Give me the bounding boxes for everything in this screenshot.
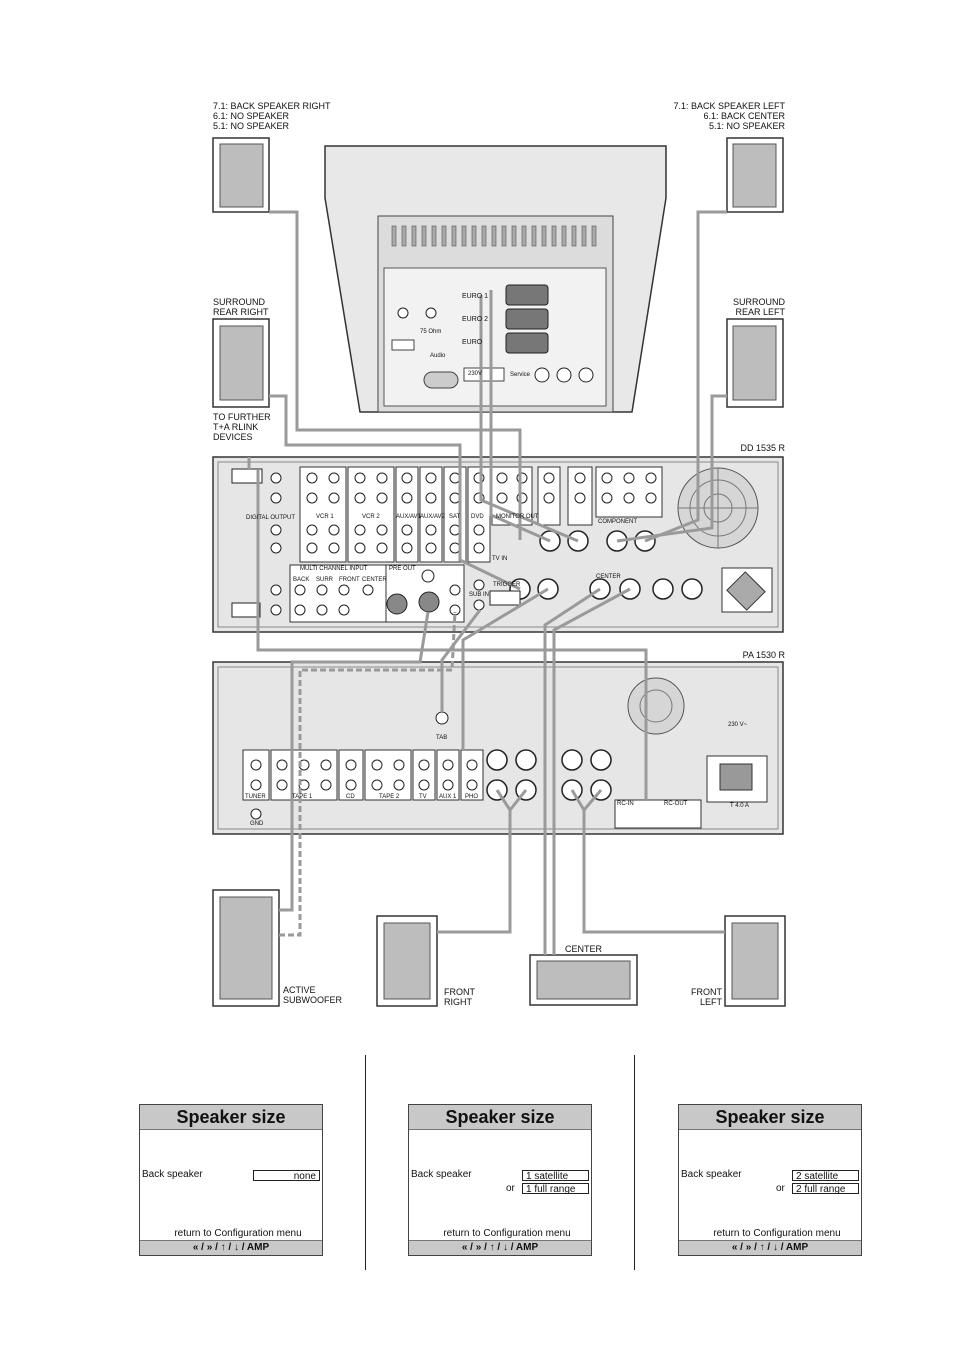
divider-right <box>634 1055 635 1270</box>
label-front-left: FRONT LEFT <box>691 987 722 1007</box>
dd-component: COMPONENT <box>598 519 637 525</box>
speaker-center <box>529 954 638 1006</box>
dd-dvd: DVD <box>471 514 484 520</box>
tv-service-label: Service <box>510 372 531 378</box>
menu-label-back-speaker: Back speaker <box>411 1169 472 1180</box>
dd-monitor-out: MONITOR OUT <box>496 514 539 520</box>
dd-front: FRONT <box>339 577 360 583</box>
pa-rc-out: RC-OUT <box>664 801 688 807</box>
pa-tuner: TUNER <box>245 794 266 800</box>
speaker-back-left <box>726 137 784 213</box>
dd-vcr2: VCR 2 <box>362 514 380 520</box>
menu-field-option-1[interactable]: 2 satellite <box>792 1170 859 1182</box>
menu-title: Speaker size <box>140 1105 322 1130</box>
menu-return-configuration[interactable]: return to Configuration menu <box>443 1228 571 1239</box>
dd1535r-back-panel <box>212 456 784 633</box>
menu-title: Speaker size <box>409 1105 591 1130</box>
label-subwoofer: ACTIVE SUBWOOFER <box>283 985 343 1005</box>
pa1530r-back-panel <box>212 661 784 835</box>
menu-nav-bar: « / » / ↑ / ↓ / AMP <box>409 1240 591 1255</box>
speaker-subwoofer <box>212 889 280 1007</box>
pa-gnd: GND <box>250 821 264 827</box>
menu-field-option-1[interactable]: 1 satellite <box>522 1170 589 1182</box>
speaker-back-right <box>212 137 270 213</box>
dd-sub-in: SUB IN <box>469 592 490 598</box>
tv-euro2-label: EURO 2 <box>462 316 489 323</box>
dd-digital-output: DIGITAL OUTPUT <box>246 515 296 521</box>
menu-label-back-speaker: Back speaker <box>142 1169 203 1180</box>
label-pa-model: PA 1530 R <box>742 650 785 660</box>
menu-field-option-2[interactable]: 2 full range <box>792 1183 859 1195</box>
tv-ohm-label: 75 Ohm <box>420 329 442 335</box>
dd-sat: SAT <box>449 514 461 520</box>
menu-return-configuration[interactable]: return to Configuration menu <box>174 1228 302 1239</box>
dd-multi-channel-input: MULTI CHANNEL INPUT <box>300 566 368 572</box>
label-rlink: TO FURTHER T+A RLINK DEVICES <box>213 412 271 442</box>
dd-aux-av2: AUX/AV2 <box>420 514 445 520</box>
menu-return-configuration[interactable]: return to Configuration menu <box>713 1228 841 1239</box>
dd-aux-av1: AUX/AV1 <box>396 514 421 520</box>
pa-pho: PHO <box>465 794 479 800</box>
speaker-cables <box>247 210 727 955</box>
speaker-front-left <box>724 915 786 1007</box>
label-back-speaker-left: 7.1: BACK SPEAKER LEFT 6.1: BACK CENTER … <box>673 101 785 131</box>
menu-or-label: or <box>776 1183 785 1194</box>
label-center: CENTER <box>565 944 603 954</box>
dd-tv-in: TV IN <box>492 556 508 562</box>
label-surround-left: SURROUND REAR LEFT <box>732 297 785 317</box>
menu-nav-bar: « / » / ↑ / ↓ / AMP <box>679 1240 861 1255</box>
dd-trigger: TRIGGER <box>493 582 521 588</box>
menu-nav-bar: « / » / ↑ / ↓ / AMP <box>140 1240 322 1255</box>
tv-euro3-label: EURO <box>462 339 483 346</box>
dd-surr: SURR <box>316 577 334 583</box>
dd-pre-out: PRE OUT <box>389 566 416 572</box>
menu-field-back-speaker[interactable]: none <box>253 1170 320 1182</box>
pa-tape1: TAPE 1 <box>292 794 313 800</box>
menu-speaker-size-5-1: Speaker size Back speaker none return to… <box>139 1104 323 1256</box>
menu-or-label: or <box>506 1183 515 1194</box>
label-dd-model: DD 1535 R <box>740 443 785 453</box>
tv-back-panel <box>324 145 667 413</box>
menu-speaker-size-7-1: Speaker size Back speaker 2 satellite or… <box>678 1104 862 1256</box>
pa-tape2: TAPE 2 <box>379 794 400 800</box>
pa-tab: TAB <box>436 735 448 741</box>
menu-speaker-size-6-1: Speaker size Back speaker 1 satellite or… <box>408 1104 592 1256</box>
speaker-front-right <box>376 915 438 1007</box>
dd-center-input: CENTER <box>362 577 387 583</box>
label-front-right: FRONT RIGHT <box>444 987 475 1007</box>
menu-title: Speaker size <box>679 1105 861 1130</box>
pa-cd: CD <box>346 794 355 800</box>
tv-power-label: 230V <box>468 371 483 377</box>
label-surround-right: SURROUND REAR RIGHT <box>213 297 269 317</box>
pa-rc-in: RC-IN <box>617 801 634 807</box>
dd-center-speaker: CENTER <box>596 574 621 580</box>
speaker-surround-right <box>212 318 270 408</box>
dd-back: BACK <box>293 577 310 583</box>
menu-field-option-2[interactable]: 1 full range <box>522 1183 589 1195</box>
pa-tv: TV <box>419 794 427 800</box>
pa-aux1: AUX 1 <box>439 794 457 800</box>
tv-euro1-label: EURO 1 <box>462 293 489 300</box>
tv-audio-label: Audio <box>430 353 446 359</box>
divider-left <box>365 1055 366 1270</box>
menu-label-back-speaker: Back speaker <box>681 1169 742 1180</box>
dd-vcr1: VCR 1 <box>316 514 334 520</box>
pa-fuse: T 4.0 A <box>730 803 749 809</box>
subwoofer-cable-dashed <box>279 611 457 937</box>
speaker-surround-left <box>726 318 784 408</box>
pa-mains: 230 V~ <box>728 722 748 728</box>
wiring-diagram <box>212 137 786 1007</box>
label-back-speaker-right: 7.1: BACK SPEAKER RIGHT 6.1: NO SPEAKER … <box>213 101 331 131</box>
